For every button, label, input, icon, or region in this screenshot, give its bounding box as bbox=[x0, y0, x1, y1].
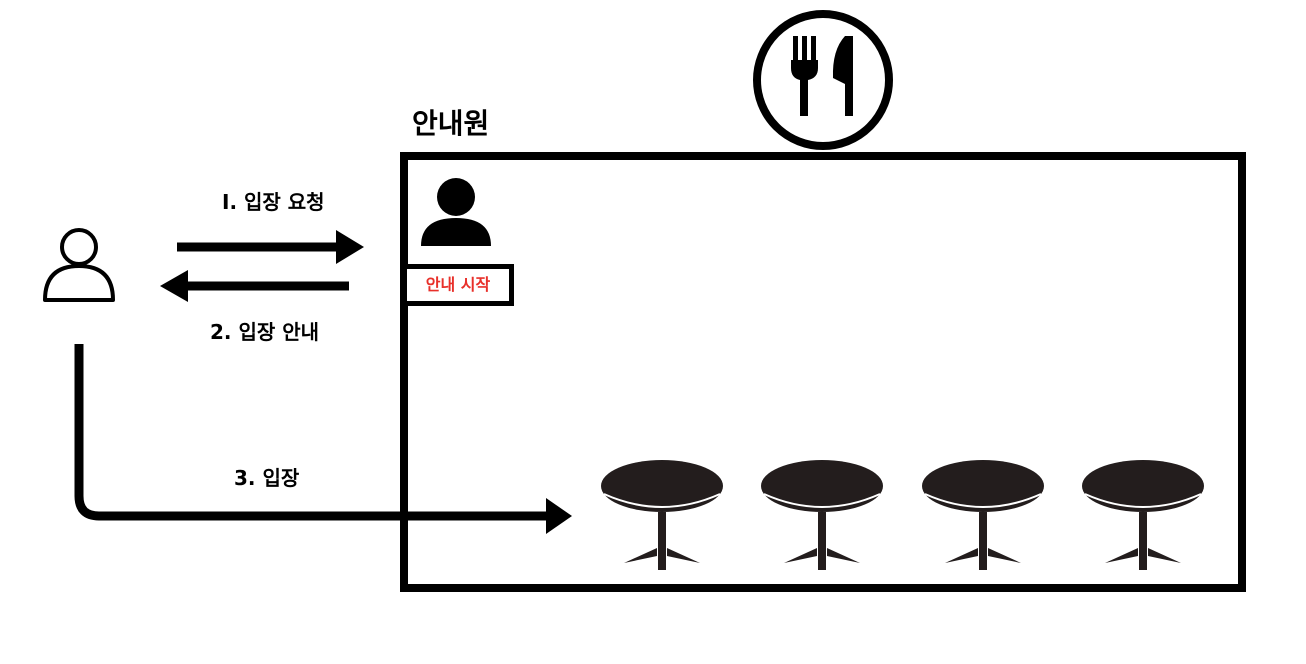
request-arrow bbox=[177, 230, 364, 264]
round-table-icon bbox=[1081, 459, 1205, 571]
step-guide-label: 2. 입장 안내 bbox=[210, 320, 320, 344]
round-table-icon bbox=[921, 459, 1045, 571]
host-role-label: 안내원 bbox=[412, 107, 490, 140]
start-guide-label: 안내 시작 bbox=[425, 275, 491, 294]
guide-arrow bbox=[160, 270, 349, 302]
round-table-icon bbox=[600, 459, 724, 571]
step-request-label: I. 입장 요청 bbox=[222, 190, 325, 214]
fork-knife-icon bbox=[753, 10, 893, 150]
restaurant-boundary bbox=[400, 152, 1246, 592]
host-user-filled-icon bbox=[421, 178, 491, 246]
round-table-icon bbox=[760, 459, 884, 571]
entry-arrow bbox=[74, 344, 572, 534]
guest-user-outline-icon bbox=[43, 228, 115, 302]
start-guide-button[interactable]: 안내 시작 bbox=[402, 264, 514, 306]
step-entry-label: 3. 입장 bbox=[234, 466, 300, 490]
